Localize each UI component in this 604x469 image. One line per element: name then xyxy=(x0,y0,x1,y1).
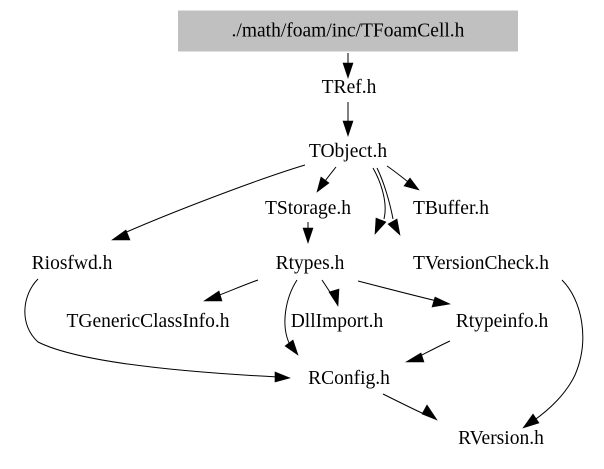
graph-node-dllimport[interactable]: DllImport.h xyxy=(290,311,384,332)
arrow-head-icon xyxy=(203,290,223,302)
arrow-head-icon xyxy=(421,404,438,421)
arrow-head-icon xyxy=(342,62,354,79)
graph-node-rversion[interactable]: RVersion.h xyxy=(458,428,544,449)
edge-riosfwd-to-rconfig xyxy=(24,278,291,383)
arrow-head-icon xyxy=(274,371,291,383)
edge-line xyxy=(121,164,306,235)
graph-node-rconfig[interactable]: RConfig.h xyxy=(308,368,390,389)
edge-line xyxy=(382,393,425,415)
edge-root-to-tref xyxy=(342,53,354,79)
edge-line xyxy=(284,279,298,346)
arrow-head-icon xyxy=(302,227,314,244)
edge-rtypes-to-tgenericclassinfo xyxy=(203,279,259,302)
edge-rtypeinfo-to-rconfig xyxy=(404,340,451,363)
graph-node-tref[interactable]: TRef.h xyxy=(321,77,377,98)
arrow-head-icon xyxy=(284,339,299,356)
edge-rconfig-to-rversion xyxy=(382,393,438,421)
graph-node-tobject[interactable]: TObject.h xyxy=(308,141,388,162)
edge-tobject-to-rtypes xyxy=(372,167,387,235)
graph-node-tgenericclassinfo[interactable]: TGenericClassInfo.h xyxy=(66,311,230,332)
edge-line xyxy=(417,340,451,358)
edge-tobject-to-tbuffer xyxy=(386,165,420,191)
edge-line xyxy=(216,279,259,297)
edge-line xyxy=(532,279,584,422)
arrow-head-icon xyxy=(387,218,401,236)
edge-tref-to-tobject xyxy=(342,102,354,137)
edge-rtypes-to-dllimport xyxy=(321,279,340,307)
arrow-head-icon xyxy=(403,177,420,191)
edge-rtypes-to-rtypeinfo xyxy=(357,280,452,308)
arrow-head-icon xyxy=(111,229,131,241)
graph-root-node-root: ./math/foam/inc/TFoamCell.h xyxy=(178,10,518,52)
arrow-head-icon xyxy=(316,176,330,193)
graph-node-tversioncheck[interactable]: TVersionCheck.h xyxy=(413,253,549,274)
edge-tobject-to-tstorage xyxy=(316,166,337,193)
edge-rtypes-to-rconfig xyxy=(284,279,299,356)
edge-line xyxy=(372,167,386,220)
arrow-head-icon xyxy=(328,288,340,307)
graph-root-node-label: ./math/foam/inc/TFoamCell.h xyxy=(231,20,465,41)
graph-node-tbuffer[interactable]: TBuffer.h xyxy=(412,198,490,219)
arrow-head-icon xyxy=(374,217,387,235)
arrow-head-icon xyxy=(342,120,354,137)
graph-node-riosfwd[interactable]: Riosfwd.h xyxy=(31,253,113,274)
graph-node-tstorage[interactable]: TStorage.h xyxy=(264,198,352,219)
edge-tstorage-to-rtypes xyxy=(302,222,314,244)
edge-line xyxy=(357,280,438,302)
edge-tobject-to-riosfwd xyxy=(111,164,306,241)
arrow-head-icon xyxy=(522,413,540,429)
arrow-head-icon xyxy=(404,352,425,363)
edge-tobject-to-tversioncheck xyxy=(376,167,401,236)
arrow-head-icon xyxy=(431,296,452,308)
edge-line xyxy=(24,278,279,378)
edge-tversioncheck-to-rversion xyxy=(522,279,584,429)
graph-node-rtypes[interactable]: Rtypes.h xyxy=(275,253,345,274)
graph-node-rtypeinfo[interactable]: Rtypeinfo.h xyxy=(455,311,549,332)
edge-line xyxy=(376,167,394,220)
